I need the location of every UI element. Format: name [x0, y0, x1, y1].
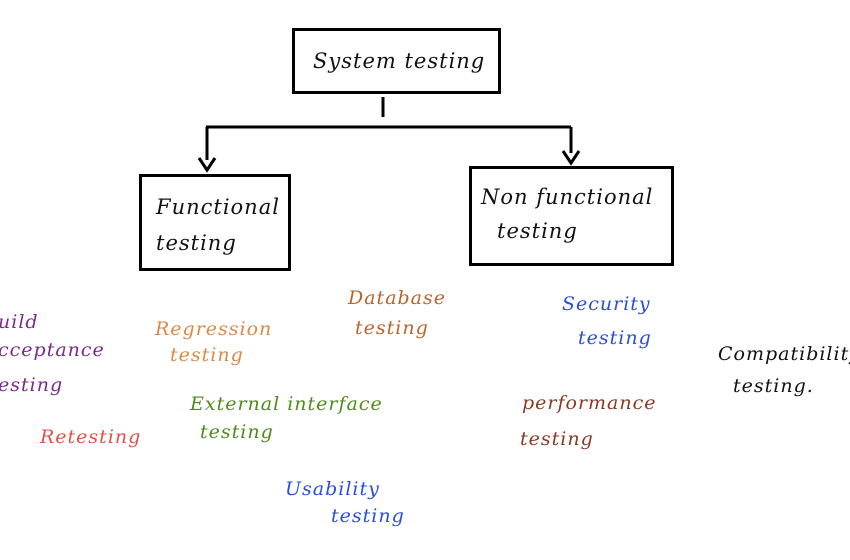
- functional-testing-label-line2: testing: [156, 231, 237, 255]
- non-functional-testing-label-line1: Non functional: [481, 185, 654, 209]
- database-testing-line1: Database: [348, 287, 447, 309]
- regression-testing-line1: Regression: [155, 318, 273, 340]
- retesting-label: Retesting: [40, 426, 142, 448]
- system-testing-box: System testing: [292, 28, 501, 94]
- usability-testing-line1: Usability: [285, 478, 380, 500]
- external-interface-testing-line1: External interface: [190, 393, 383, 415]
- security-testing-line2: testing: [578, 327, 652, 349]
- build-acceptance-line1: uild: [0, 311, 39, 333]
- performance-testing-line1: performance: [522, 392, 657, 414]
- external-interface-testing-line2: testing: [200, 421, 274, 443]
- non-functional-testing-box: Non functional testing: [469, 166, 674, 266]
- build-acceptance-line2: cceptance: [0, 339, 105, 361]
- security-testing-line1: Security: [562, 293, 651, 315]
- build-acceptance-line3: esting: [0, 374, 64, 396]
- functional-testing-label-line1: Functional: [156, 195, 280, 219]
- non-functional-testing-label-line2: testing: [497, 219, 578, 243]
- functional-testing-box: Functional testing: [139, 174, 291, 271]
- compatibility-testing-line1: Compatibility: [718, 343, 850, 365]
- regression-testing-line2: testing: [170, 344, 244, 366]
- system-testing-label: System testing: [313, 49, 486, 73]
- database-testing-line2: testing: [355, 317, 429, 339]
- compatibility-testing-line2: testing.: [733, 375, 814, 397]
- left-arrowhead: [197, 157, 217, 173]
- usability-testing-line2: testing: [331, 505, 405, 527]
- right-arrowhead: [561, 150, 581, 166]
- performance-testing-line2: testing: [520, 428, 594, 450]
